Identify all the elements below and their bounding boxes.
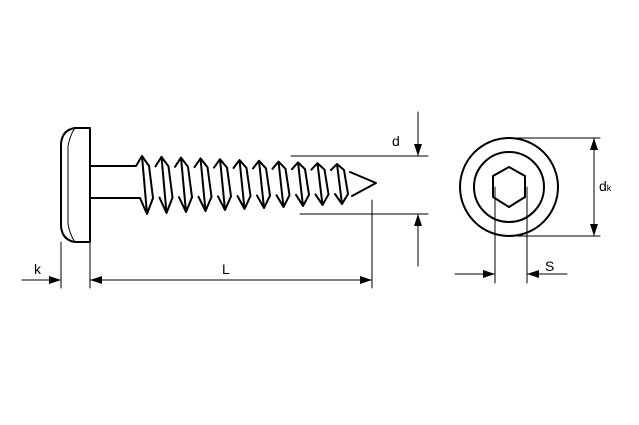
screw-head [60, 127, 91, 243]
screw-tip [349, 171, 377, 197]
screw-head-chamfer [67, 127, 76, 243]
head-inner-circle [473, 151, 545, 223]
label-d: d [392, 133, 400, 149]
dimension-k: k [21, 241, 91, 289]
dimension-d: d [290, 111, 429, 267]
dimension-l: L [89, 199, 373, 289]
label-dk: dk [599, 178, 612, 194]
screw-head-top-view [459, 137, 559, 237]
label-l: L [222, 261, 230, 277]
dimension-dk: dk [508, 137, 612, 237]
label-k: k [34, 261, 42, 277]
screw-side-view [60, 127, 377, 243]
screw-shank [89, 165, 141, 199]
label-s: S [545, 258, 554, 274]
dimension-s: S [454, 186, 568, 284]
thread-flanks [135, 155, 349, 215]
hex-socket-icon [492, 166, 526, 208]
screw-thread [135, 155, 349, 215]
